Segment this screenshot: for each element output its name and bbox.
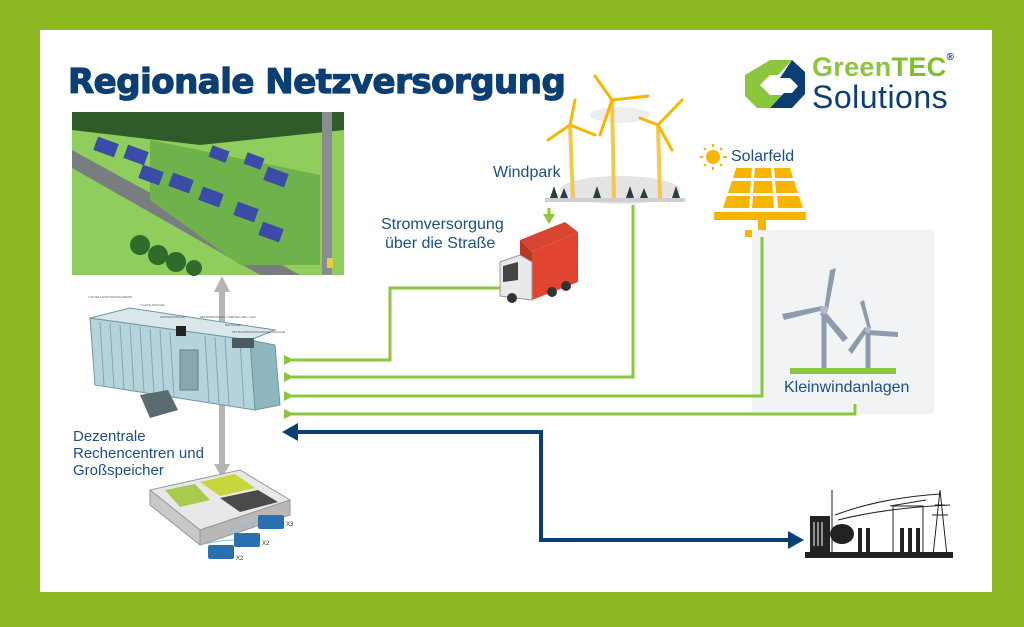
line-windpark — [284, 205, 635, 382]
road-supply-label-line1: Stromversorgung — [381, 216, 504, 233]
truck-container-icon — [499, 208, 578, 303]
svg-text:MITTELSPANNUNGSSCHALTANLAGE: MITTELSPANNUNGSSCHALTANLAGE — [232, 330, 285, 334]
svg-text:BATTERIEN: BATTERIEN — [225, 323, 242, 327]
brand-logo: GreenTEC® Solutions — [812, 52, 954, 116]
svg-text:X2: X2 — [236, 556, 244, 562]
datacenter-label-line1: Dezentrale — [73, 428, 146, 445]
svg-text:X2: X2 — [262, 541, 270, 547]
line-solar — [284, 237, 764, 401]
page-title: Regionale Netzversorgung — [67, 61, 566, 102]
line-road-supply — [284, 286, 500, 365]
small-wind-label: Kleinwindanlagen — [784, 379, 910, 396]
small-wind-turbine-icon — [752, 230, 934, 414]
wind-turbines-icon — [545, 74, 685, 204]
svg-text:X3: X3 — [286, 522, 294, 528]
registered-mark: ® — [946, 52, 955, 63]
road-supply-label: Stromversorgung über die Straße — [381, 215, 504, 253]
brand-subtitle: Solutions — [812, 79, 949, 115]
svg-text:7 ALTES LEISTUNGSSCHRANK: 7 ALTES LEISTUNGSSCHRANK — [88, 295, 132, 299]
svg-text:GROSSSCHRANK: GROSSSCHRANK — [160, 315, 186, 319]
datacenter-label-line2: Rechencentren und — [73, 445, 204, 462]
svg-text:MEHRSPANNUNG / VERTEILUNG / US: MEHRSPANNUNG / VERTEILUNG / USV — [200, 315, 256, 319]
residential-area-image — [72, 112, 344, 276]
datacenter-label-line3: Großspeicher — [73, 462, 164, 479]
datacenter-label: Dezentrale Rechencentren und Großspeiche… — [73, 428, 204, 479]
container-datacenter-icon: 7 ALTES LEISTUNGSSCHRANK 7 GUTE MODULE G… — [88, 295, 285, 418]
road-supply-label-line2: über die Straße — [385, 235, 496, 252]
solar-label: Solarfeld — [731, 148, 795, 165]
solar-panel-icon — [700, 144, 806, 237]
grid-connection-line — [282, 423, 804, 549]
line-kleinwind — [284, 404, 857, 419]
power-substation-icon — [805, 489, 953, 558]
green-power-lines — [284, 205, 857, 419]
brand-name-tec: TEC — [891, 52, 947, 82]
brand-name-green: Green — [812, 52, 892, 82]
brand-name: GreenTEC® — [812, 52, 954, 83]
greentec-logo-mark — [745, 60, 805, 108]
windpark-label: Windpark — [493, 164, 561, 181]
svg-text:7 GUTE MODULE: 7 GUTE MODULE — [140, 303, 165, 307]
